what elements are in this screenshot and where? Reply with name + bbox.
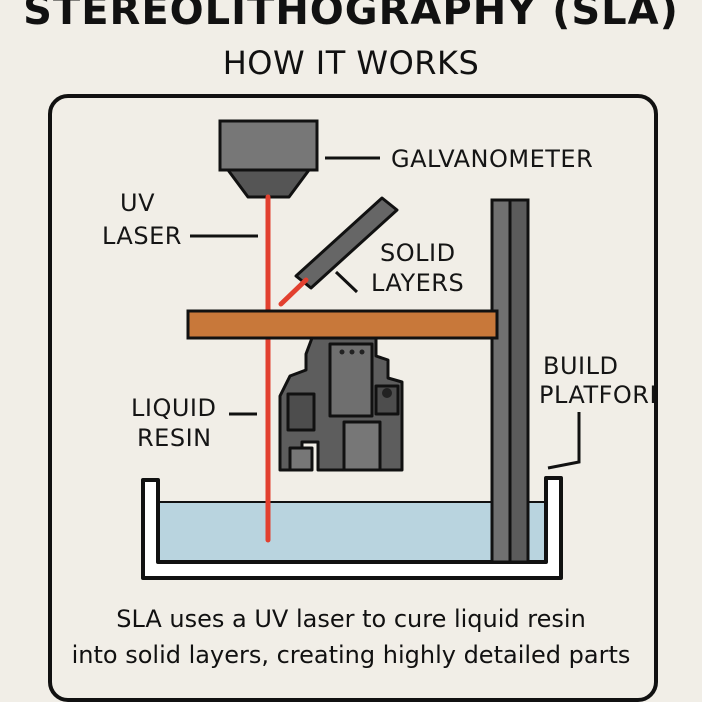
label-build: BUILD [543, 352, 618, 380]
label-layers: LAYERS [371, 269, 464, 297]
build-platform-rail [490, 198, 530, 564]
page-subtitle: HOW IT WORKS [222, 44, 480, 82]
page-title: STEREOLITHOGRAPHY (SLA) [23, 0, 679, 34]
printed-part [278, 336, 404, 472]
liquid-resin-fill [160, 502, 544, 562]
label-liquid: LIQUID [131, 394, 216, 422]
resin-vat [141, 476, 563, 580]
diagram-frame [48, 94, 658, 702]
scanning-mirror [294, 196, 399, 290]
caption-line-2: into solid layers, creating highly detai… [71, 641, 631, 669]
galvanometer [218, 119, 319, 199]
reflected-laser-beam [278, 277, 309, 307]
solid-layers-leader [334, 270, 359, 294]
label-resin: RESIN [137, 424, 212, 452]
label-uv: UV [120, 189, 155, 217]
label-platform: PLATFORI [539, 381, 657, 409]
build-plate [186, 309, 499, 340]
label-laser: LASER [102, 222, 182, 250]
label-galvanometer: GALVANOMETER [391, 145, 593, 173]
label-solid: SOLID [380, 239, 456, 267]
build-platform-leader [547, 412, 581, 470]
caption-line-1: SLA uses a UV laser to cure liquid resin [116, 605, 586, 633]
